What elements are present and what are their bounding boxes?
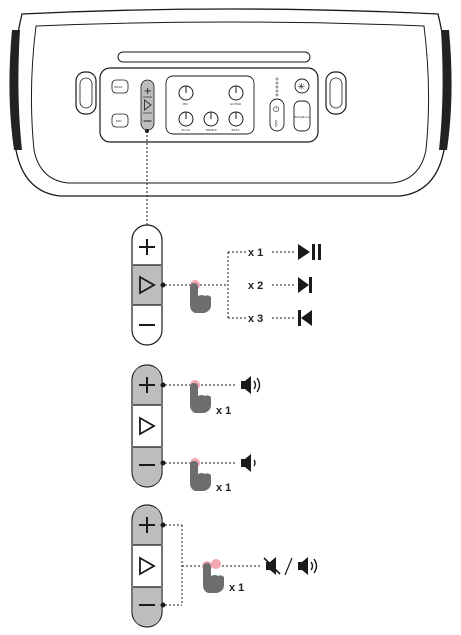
right-grille	[439, 30, 452, 150]
panel-control-strip: +	[140, 79, 155, 131]
play-triangle-icon	[139, 416, 156, 436]
volume-down-connector	[160, 458, 236, 491]
play-triangle-icon	[139, 275, 156, 295]
control-strip-mute	[131, 504, 163, 628]
volume-up-count: x 1	[216, 405, 231, 417]
partyboost-button	[293, 100, 311, 132]
hand-icon	[190, 383, 211, 413]
mute-icon	[263, 557, 281, 575]
volume-up-connector	[160, 380, 236, 413]
volume-up-icon	[298, 557, 318, 575]
svg-text:MIC: MIC	[183, 102, 189, 106]
svg-text:PartyBoost: PartyBoost	[295, 115, 312, 119]
control-strip-playback	[131, 224, 163, 346]
press-count-once: x 1	[248, 247, 263, 259]
bass-boost-button	[111, 79, 129, 94]
play-pause-icon	[298, 244, 321, 260]
svg-text:TREBLE: TREBLE	[205, 128, 218, 132]
speaker-illustration: BASS MIC + MIC GUITAR ECHO	[9, 8, 452, 197]
power-bluetooth-buttons	[269, 98, 285, 132]
volume-down-count: x 1	[216, 482, 231, 494]
hand-icon	[190, 461, 211, 491]
left-handle	[75, 71, 97, 115]
knob-echo: ECHO	[178, 111, 194, 132]
knob-bass: BASS	[228, 111, 244, 132]
battery-indicator	[275, 77, 279, 97]
svg-text:+: +	[144, 86, 152, 97]
plus-icon	[139, 239, 155, 255]
knob-mic: MIC	[178, 85, 194, 106]
svg-text:GUITAR: GUITAR	[230, 102, 241, 106]
svg-text:MIC: MIC	[116, 119, 122, 123]
playback-connector	[160, 251, 294, 319]
svg-text:BASS: BASS	[115, 85, 123, 89]
knob-treble: TREBLE	[203, 111, 219, 132]
touch-point	[211, 559, 221, 569]
next-track-icon	[298, 277, 312, 293]
mute-connector	[160, 522, 260, 608]
volume-down-icon	[241, 454, 256, 472]
svg-text:ECHO: ECHO	[182, 128, 191, 132]
hand-icon	[190, 283, 211, 313]
bluetooth-icon: ᛒ	[274, 119, 279, 128]
right-handle	[325, 71, 347, 115]
left-grille	[9, 30, 22, 150]
svg-text:BASS: BASS	[232, 128, 240, 132]
plus-icon	[139, 377, 155, 393]
mute-count: x 1	[229, 582, 244, 594]
control-strip-volume	[131, 364, 163, 488]
plus-icon	[139, 517, 155, 533]
power-icon: ⏻	[273, 105, 280, 114]
press-count-thrice: x 3	[248, 313, 263, 325]
slash-divider	[284, 557, 293, 576]
volume-up-icon	[241, 376, 261, 394]
light-button	[294, 78, 310, 94]
knob-guitar: GUITAR	[228, 85, 244, 106]
play-triangle-icon	[139, 556, 156, 576]
previous-track-icon	[298, 310, 312, 326]
top-slot	[117, 51, 311, 63]
press-count-twice: x 2	[248, 280, 263, 292]
mic-button	[111, 113, 129, 128]
light-icon: ✳	[298, 83, 306, 93]
